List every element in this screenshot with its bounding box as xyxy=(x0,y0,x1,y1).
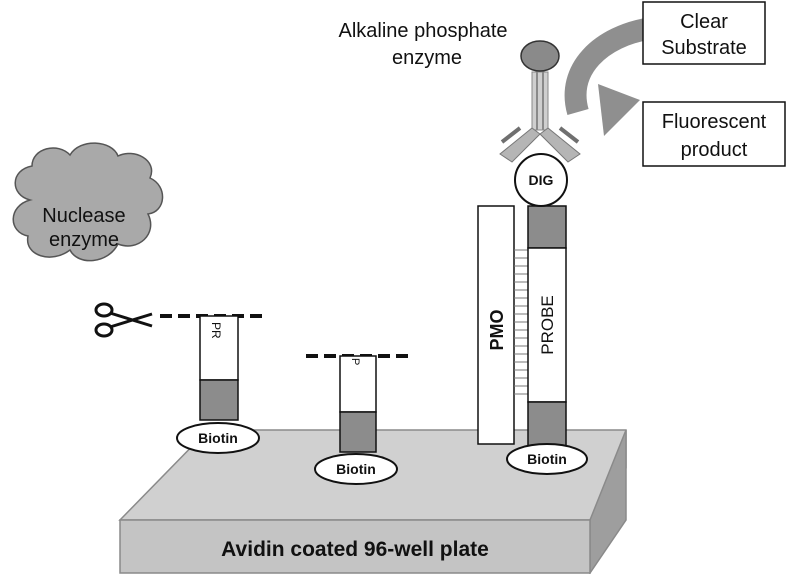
probe-block-middle xyxy=(339,411,377,453)
probe-block-left xyxy=(199,379,239,421)
nuclease-label-line2: enzyme xyxy=(49,229,119,251)
pmo-label: PMO xyxy=(487,309,507,350)
clear-substrate-box: Clear Substrate xyxy=(642,1,766,65)
nuclease-label-line1: Nuclease xyxy=(42,205,125,227)
biotin-left xyxy=(176,422,260,454)
antibody xyxy=(499,40,581,163)
alkaline-label-line2: enzyme xyxy=(392,47,462,69)
hybridization-ticks xyxy=(514,249,528,395)
pmo-strand xyxy=(477,205,515,445)
biotin-right-label: Biotin xyxy=(527,451,567,467)
biotin-left-label: Biotin xyxy=(198,430,238,446)
probe-fragment-middle-label: P xyxy=(349,358,361,365)
cut-probe-left: PR Biotin xyxy=(160,314,262,454)
probe-block-top xyxy=(527,205,567,249)
antibody-stem xyxy=(531,71,549,131)
biotin-middle xyxy=(314,453,398,485)
dig-label: DIG xyxy=(529,172,554,188)
probe-strand xyxy=(527,247,567,403)
scissors-icon xyxy=(94,302,153,338)
biotin-middle-label: Biotin xyxy=(336,461,376,477)
fluorescent-product-box: Fluorescent product xyxy=(642,101,786,167)
reaction-arrow-head xyxy=(598,84,640,136)
fluor-label-line1: Fluorescent xyxy=(662,111,767,133)
reaction-arrow xyxy=(564,17,654,116)
cloud-shape xyxy=(12,142,164,262)
alkaline-label-line1: Alkaline phosphate xyxy=(338,20,507,42)
probe-label: PROBE xyxy=(538,295,557,355)
clear-label-line1: Clear xyxy=(680,11,728,33)
probe-fragment-left-label: PR xyxy=(209,322,223,339)
antibody-left-arm xyxy=(499,127,541,163)
probe-block-bottom xyxy=(527,401,567,447)
antibody-right-arm xyxy=(539,127,581,163)
dig-tag xyxy=(514,153,568,207)
nuclease-cloud: Nuclease enzyme xyxy=(12,142,164,262)
plate-label: Avidin coated 96-well plate xyxy=(221,538,489,561)
plate-front-face xyxy=(119,519,591,574)
clear-label-line2: Substrate xyxy=(661,37,747,59)
alkaline-phosphatase-enzyme xyxy=(520,40,560,72)
fluor-label-line2: product xyxy=(681,139,748,161)
biotin-right xyxy=(506,443,588,475)
cut-probe-middle: P Biotin xyxy=(306,354,412,485)
intact-probe-complex: PMO PROBE Biotin DIG xyxy=(477,153,588,475)
